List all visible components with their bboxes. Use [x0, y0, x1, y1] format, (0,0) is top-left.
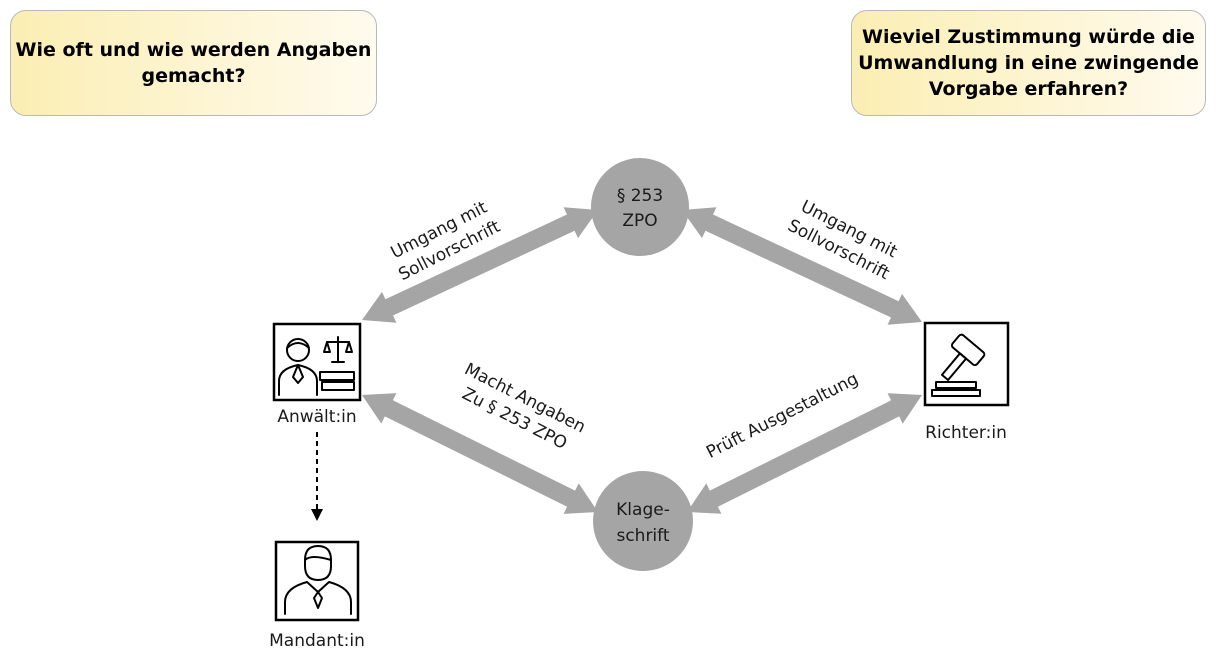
node-zpo-line2: ZPO [622, 211, 657, 231]
arrow-judge-klage [687, 393, 922, 514]
question-box-acceptance: Wieviel Zustimmung würde die Umwandlung … [851, 10, 1206, 116]
client-icon [274, 540, 360, 622]
judge-gavel-icon [923, 321, 1010, 407]
edge-label-judge-klage: Prüft Ausgestaltung [703, 369, 861, 463]
judge-label: Richter:in [925, 423, 1007, 443]
edge-label-judge-klage-line1: Prüft Ausgestaltung [703, 369, 861, 463]
arrow-judge-zpo [682, 207, 922, 325]
question-box-frequency: Wie oft und wie werden Angaben gemacht? [10, 10, 377, 116]
node-zpo-line1: § 253 [617, 186, 663, 206]
arrow-lawyer-zpo [362, 207, 598, 323]
node-zpo: § 253 ZPO [591, 158, 689, 256]
node-klageschrift-line1: Klage- [616, 500, 670, 520]
scales-icon [323, 336, 353, 363]
arrow-lawyer-klage [362, 393, 598, 514]
lawyer-label: Anwält:in [277, 407, 356, 427]
books-icon [319, 371, 355, 391]
node-klageschrift-line2: schrift [616, 526, 669, 546]
client-label: Mandant:in [269, 631, 365, 651]
double-arrows [362, 207, 922, 514]
lawyer-icon [272, 322, 362, 402]
dashed-arrow-lawyer-client [311, 432, 323, 521]
node-klageschrift: Klage- schrift [593, 471, 693, 571]
